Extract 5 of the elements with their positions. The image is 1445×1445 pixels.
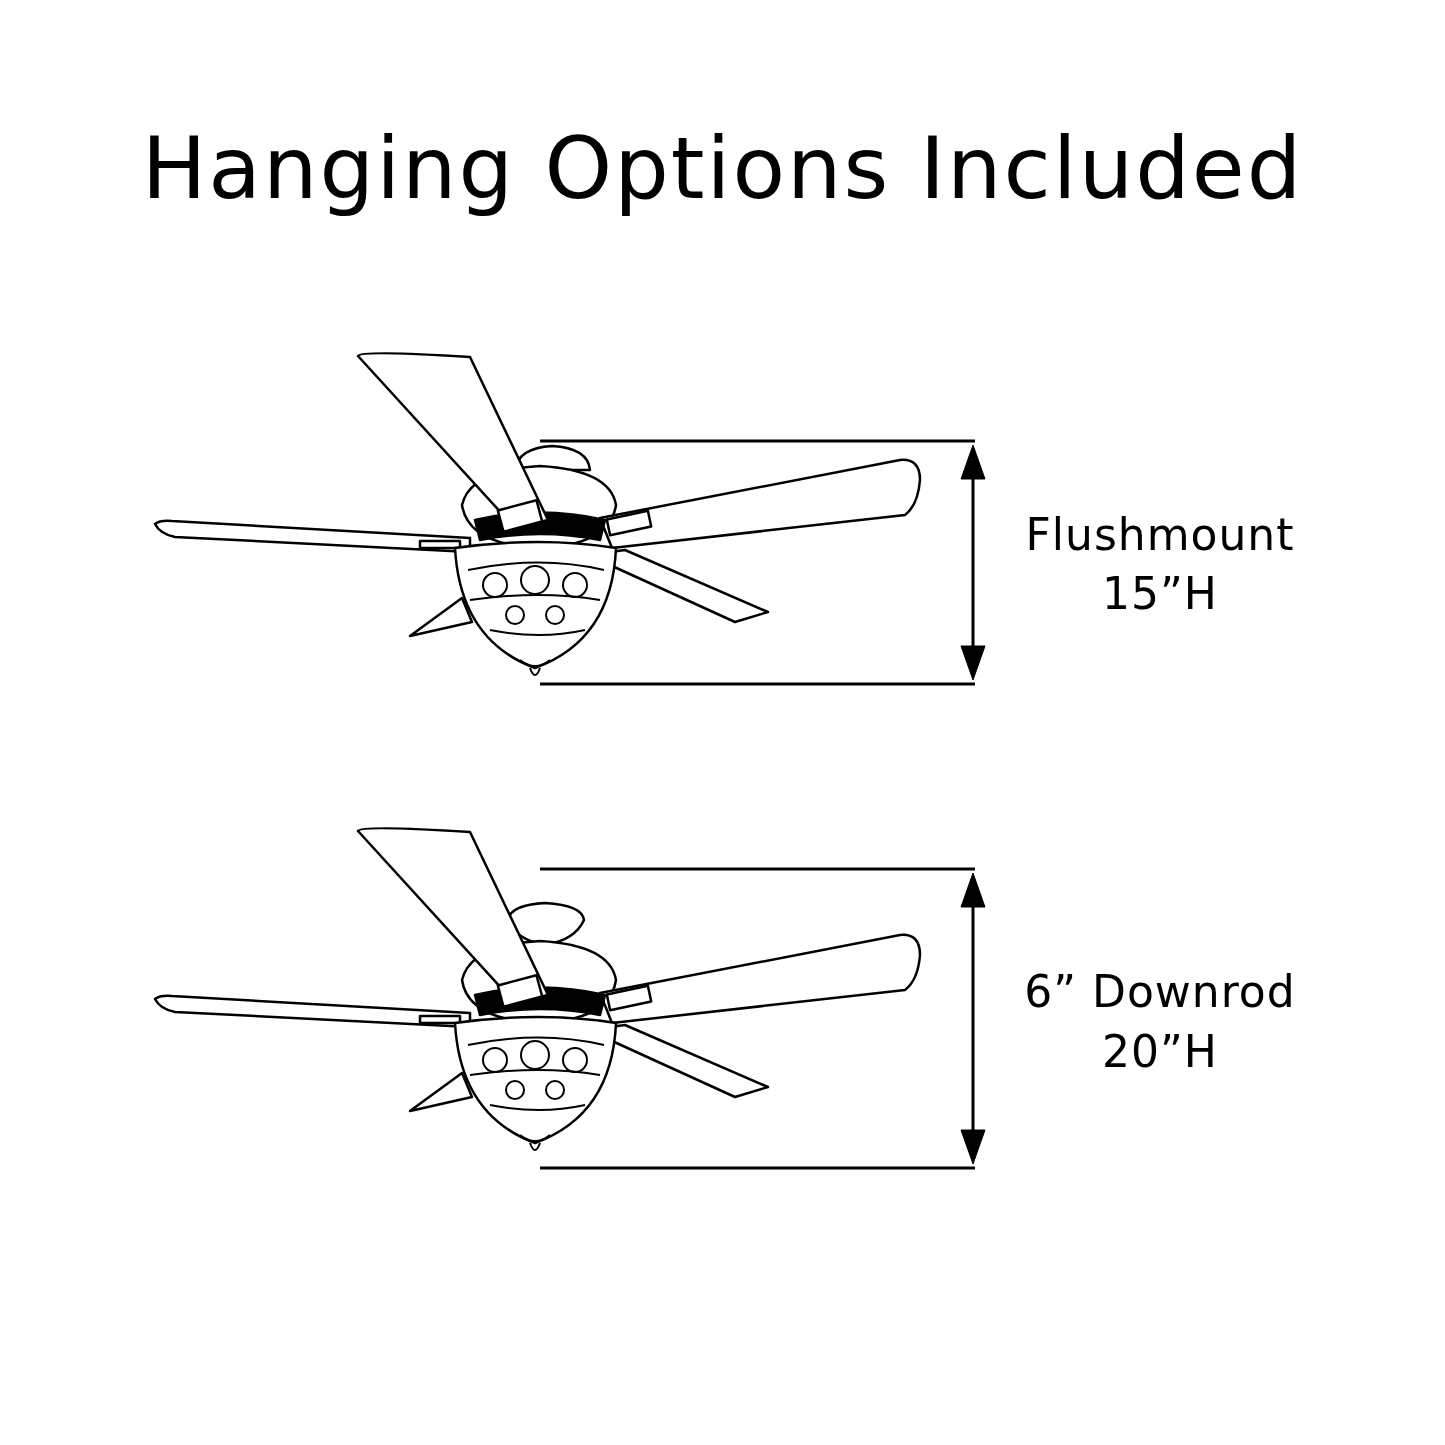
mount-option-label: 6” Downrod xyxy=(1023,970,1297,1014)
mount-option-label: Flushmount xyxy=(1024,513,1296,557)
height-dimension: 20”H xyxy=(1101,1030,1219,1074)
height-dimension: 15”H xyxy=(1101,572,1219,616)
title: Hanging Options Included xyxy=(140,118,1305,218)
